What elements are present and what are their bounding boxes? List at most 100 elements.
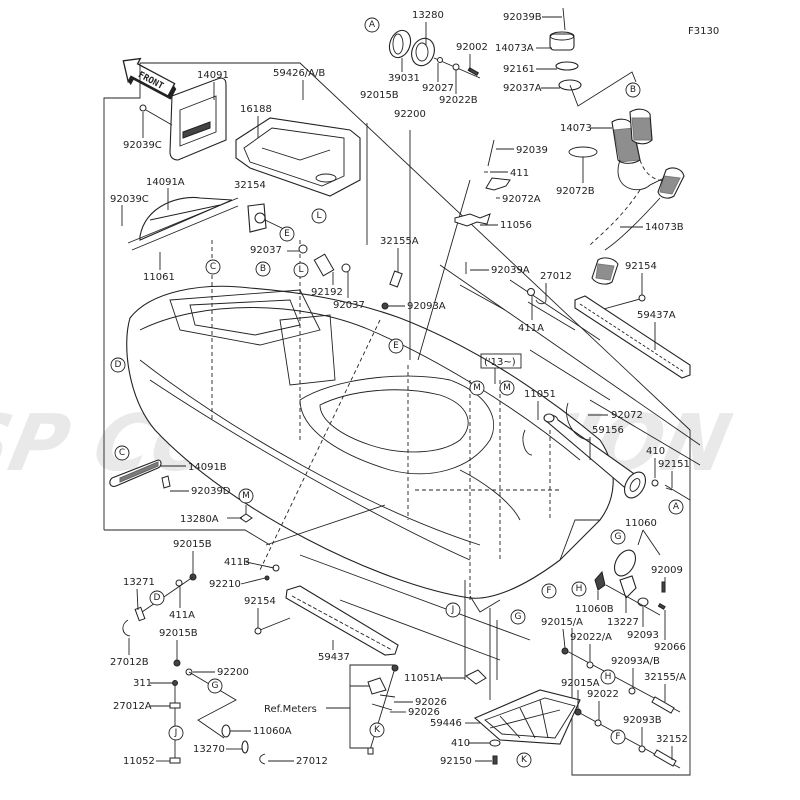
label-92161: 92161 [503,64,535,75]
label-14073: 14073 [560,123,592,134]
callout-G: G [510,609,526,625]
label-13270: 13270 [193,744,225,755]
callout-C: C [114,445,130,461]
ref-meters-note: Ref.Meters [264,704,317,715]
front-arrow-icon: FRONT [122,57,177,100]
svg-text:F: F [615,732,620,742]
part-11060 [613,471,647,577]
label-92039C: 92039C [110,194,149,205]
label-59437: 59437 [318,652,350,663]
label-92037A: 92037A [503,83,542,94]
callout-G: G [207,678,223,694]
part-16188 [235,117,361,197]
label-11052: 11052 [123,756,155,767]
svg-text:K: K [374,725,381,735]
callout-E: E [388,338,404,354]
svg-text:M: M [503,383,511,393]
svg-text:M: M [242,491,250,501]
label-92039B: 92039B [503,12,542,23]
callout-C: C [205,259,221,275]
year-note: ('13~) [484,357,516,368]
svg-text:C: C [210,262,216,272]
label-92151: 92151 [658,459,690,470]
part-labels: 14091 59426/A/B 92039C 16188 13280 39031… [110,10,690,767]
svg-text:M: M [473,383,481,393]
label-92026: 92026 [408,707,440,718]
label-92066: 92066 [654,642,686,653]
callout-H: H [600,669,616,685]
callout-F: F [610,729,626,745]
label-92192: 92192 [311,287,343,298]
part-14091A [127,196,239,251]
callout-B: B [255,261,271,277]
label-11051A: 11051A [404,673,443,684]
part-59156 [543,413,641,493]
part-14073A [549,7,582,91]
label-92027: 92027 [422,83,454,94]
label-27012A: 27012A [113,701,152,712]
label-92037: 92037 [333,300,365,311]
hull-body [126,285,614,613]
label-92015A: 92015A [561,678,600,689]
label-39031: 39031 [388,73,420,84]
svg-text:H: H [605,672,612,682]
label-27012B: 27012B [110,657,149,668]
label-13280A: 13280A [180,514,219,525]
label-16188: 16188 [240,104,272,115]
label-59446: 59446 [430,718,462,729]
label-92015B: 92015B [173,539,212,550]
label-92039: 92039 [516,145,548,156]
svg-text:B: B [630,85,636,95]
part-92072B [568,146,598,158]
label-59437A: 59437A [637,310,676,321]
label-32155A: 32155A [380,236,419,247]
callout-H: H [571,581,587,597]
label-leaders [121,16,673,762]
svg-text:G: G [212,681,219,691]
label-14091A: 14091A [146,177,185,188]
callout-K: K [516,752,532,768]
label-14073B: 14073B [645,222,684,233]
svg-text:H: H [576,584,583,594]
svg-text:E: E [284,229,290,239]
svg-text:C: C [119,448,125,458]
svg-text:G: G [515,612,522,622]
label-92093AB: 92093A/B [611,656,660,667]
callout-A: A [364,17,380,33]
figure-code: F3130 [688,26,719,37]
label-411B: 411B [224,557,250,568]
label-92150: 92150 [440,756,472,767]
label-92002: 92002 [456,42,488,53]
svg-text:G: G [615,532,622,542]
label-411: 411 [510,168,529,179]
label-92093: 92093 [627,630,659,641]
label-410: 410 [451,738,470,749]
svg-text:D: D [115,360,122,370]
callout-M: M [238,488,254,504]
callout-B: B [625,82,641,98]
label-92200: 92200 [394,109,426,120]
callout-L: L [293,262,309,278]
label-92009: 92009 [651,565,683,576]
svg-text:L: L [298,265,303,275]
hose-14073 [589,108,685,285]
label-32152: 32152 [656,734,688,745]
label-27012: 27012 [296,756,328,767]
callout-J: J [168,725,184,741]
svg-text:D: D [154,593,161,603]
label-92037: 92037 [250,245,282,256]
frame-hull-group [103,62,691,776]
label-59156: 59156 [592,425,624,436]
label-14091B: 14091B [188,462,227,473]
label-92200: 92200 [217,667,249,678]
label-92039A: 92039A [491,265,530,276]
label-92093A: 92093A [407,301,446,312]
label-92015B: 92015B [159,628,198,639]
label-13280: 13280 [412,10,444,21]
svg-text:E: E [393,341,399,351]
svg-text:A: A [369,20,376,30]
callout-D: D [149,590,165,606]
label-32155A: 32155/A [644,672,686,683]
label-411A: 411A [518,323,544,334]
label-92072A: 92072A [502,194,541,205]
